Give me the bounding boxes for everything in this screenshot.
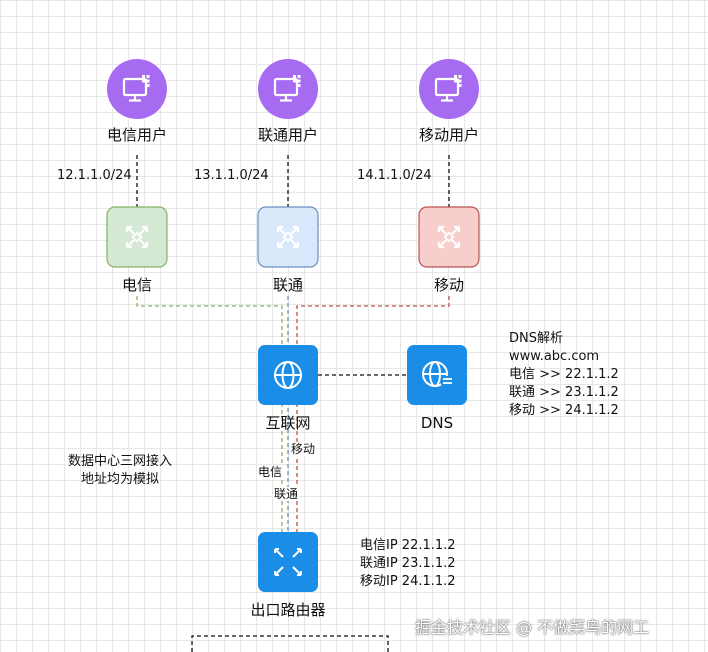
dns-resolution-info: DNS解析 www.abc.com 电信 >> 22.1.1.2 联通 >> 2… — [509, 330, 619, 420]
mobile-subnet: 14.1.1.0/24 — [357, 168, 432, 183]
telecom-user-icon — [107, 59, 167, 119]
telecom-isp-label: 电信 — [121, 276, 152, 294]
watermark: 掘金技术社区 @ 不做菜鸟的网工 — [415, 618, 650, 637]
unicom-line-label: 联通 — [273, 487, 300, 501]
telecom-line-label: 电信 — [257, 465, 284, 479]
router-icon — [258, 532, 318, 592]
router-ip-telecom: 电信IP 22.1.1.2 — [360, 538, 456, 553]
unicom-isp-label: 联通 — [272, 276, 303, 294]
dns-label: DNS — [420, 414, 454, 432]
unicom-subnet: 13.1.1.0/24 — [194, 168, 269, 183]
mobile-line-label: 移动 — [290, 442, 317, 456]
note-line-1: 数据中心三网接入 — [67, 454, 172, 469]
dns-info-domain: www.abc.com — [509, 349, 600, 364]
unicom-user-icon — [258, 59, 318, 119]
mobile-user-icon — [419, 59, 479, 119]
mobile-isp-icon — [418, 206, 480, 268]
dns-info-unicom: 联通 >> 23.1.1.2 — [509, 385, 619, 400]
mobile-isp-label: 移动 — [433, 276, 464, 294]
router-ip-list: 电信IP 22.1.1.2 联通IP 23.1.1.2 移动IP 24.1.1.… — [360, 537, 456, 591]
dns-info-title: DNS解析 — [509, 331, 563, 346]
router-label: 出口路由器 — [250, 601, 326, 619]
datacenter-box — [191, 635, 389, 652]
note-line-2: 地址均为模拟 — [80, 472, 159, 487]
dns-server-icon — [407, 345, 467, 405]
unicom-user-label: 联通用户 — [257, 126, 318, 144]
mobile-user-label: 移动用户 — [418, 126, 479, 144]
telecom-subnet: 12.1.1.0/24 — [57, 168, 132, 183]
internet-label: 互联网 — [265, 414, 311, 432]
router-ip-mobile: 移动IP 24.1.1.2 — [360, 574, 456, 589]
internet-globe-icon — [258, 345, 318, 405]
telecom-user-label: 电信用户 — [106, 126, 167, 144]
telecom-isp-icon — [106, 206, 168, 268]
dns-info-mobile: 移动 >> 24.1.1.2 — [509, 403, 619, 418]
unicom-isp-icon — [257, 206, 319, 268]
route-mobile — [296, 296, 450, 532]
dns-info-telecom: 电信 >> 22.1.1.2 — [509, 367, 619, 382]
route-telecom — [136, 296, 283, 532]
datacenter-note: 数据中心三网接入 地址均为模拟 — [50, 453, 190, 489]
router-ip-unicom: 联通IP 23.1.1.2 — [360, 556, 456, 571]
